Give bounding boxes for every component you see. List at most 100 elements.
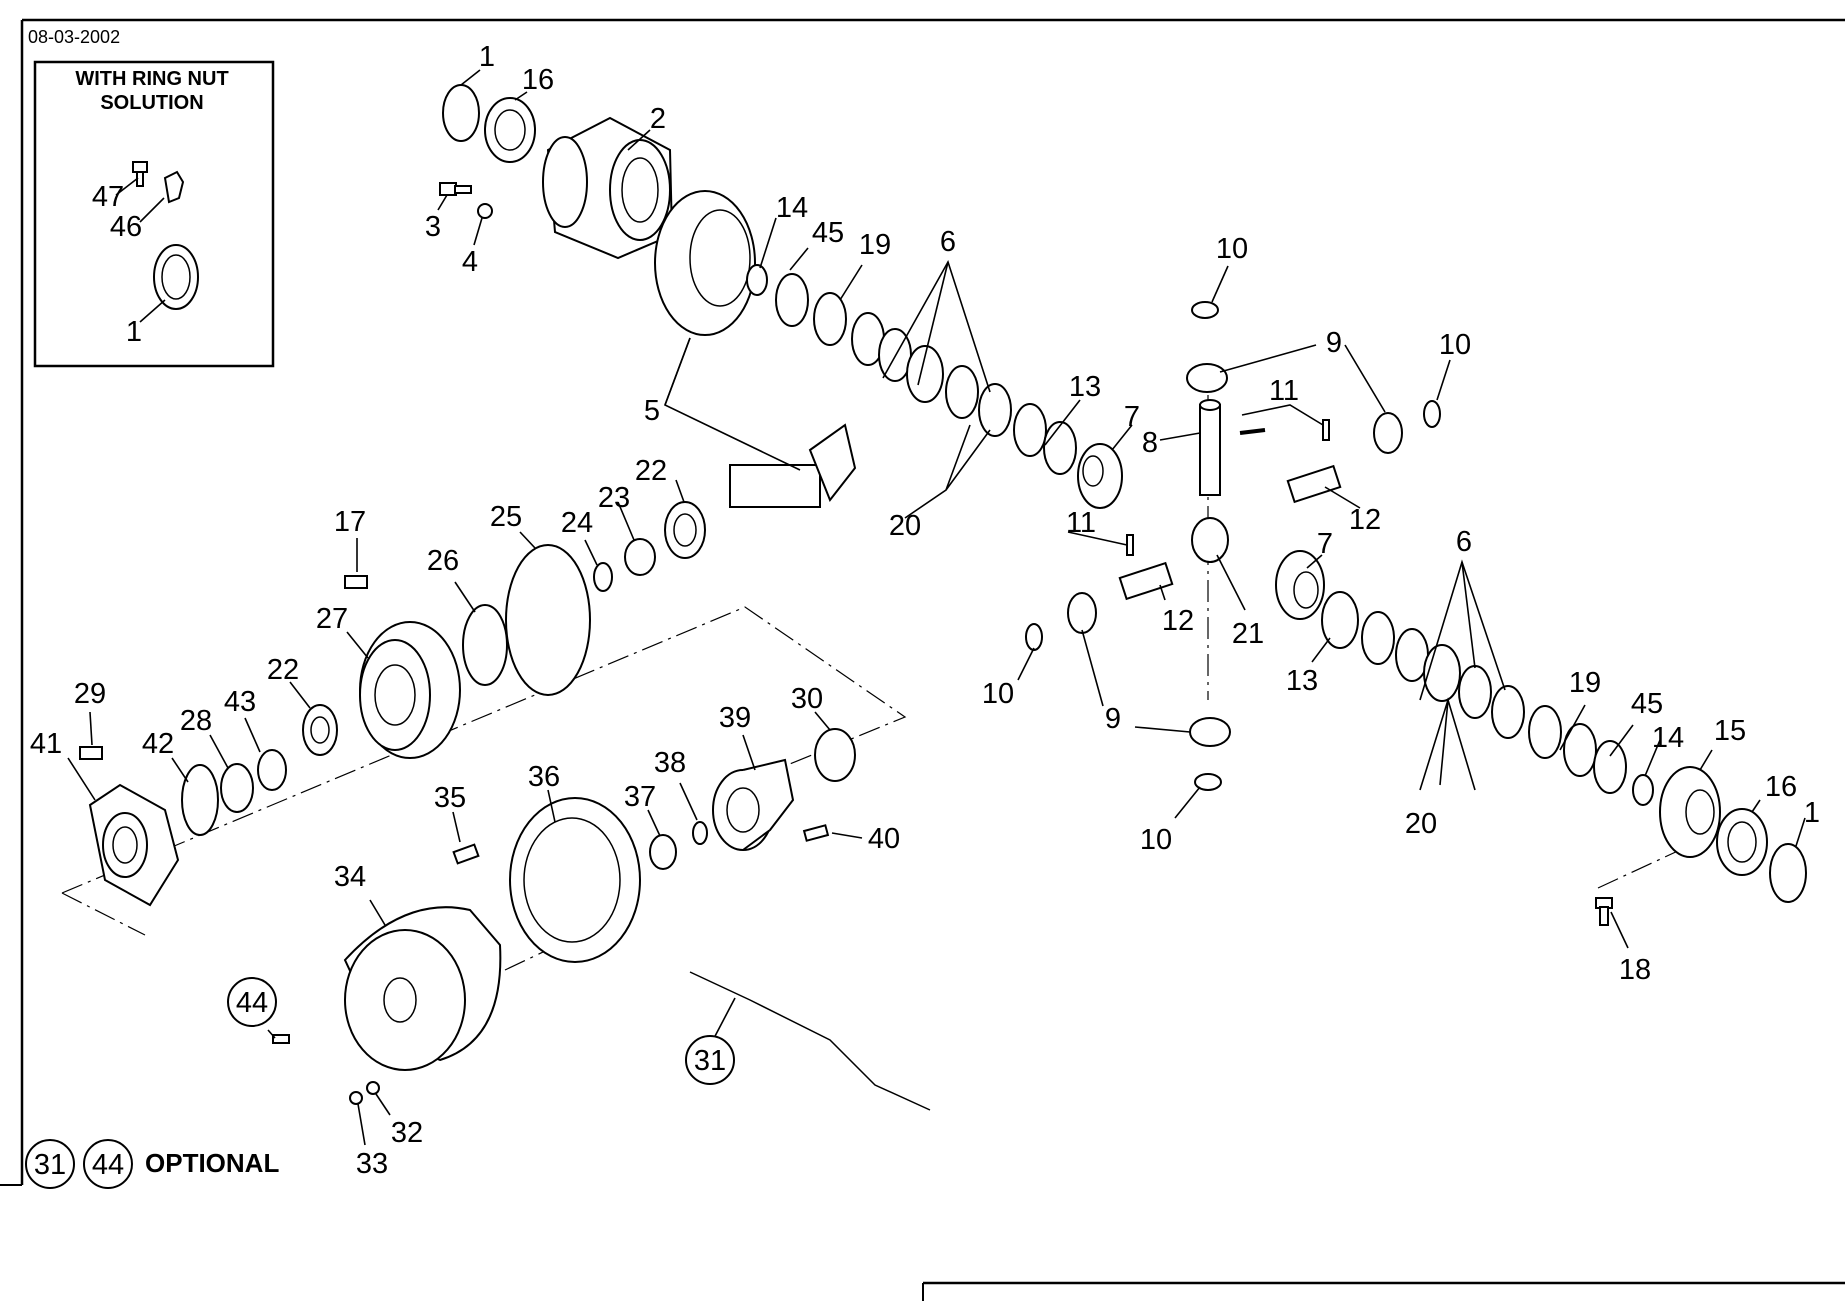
callout-19-lower: 19: [1569, 667, 1601, 699]
callout-7-lower: 7: [1317, 528, 1333, 560]
disc-pack-lower: [1321, 591, 1627, 794]
part-40-screw: [802, 824, 830, 842]
inset-label-47: 47: [92, 181, 124, 213]
part-17-screw: [344, 575, 368, 589]
callout-36: 36: [528, 761, 560, 793]
part-34-brake-drum: [343, 906, 502, 1071]
part-39-hub: [712, 758, 795, 851]
callout-10-right: 10: [1439, 329, 1471, 361]
part-9-planet-gear-bottom: [1189, 717, 1231, 747]
inset-title-line2: SOLUTION: [100, 92, 203, 114]
part-5-crown-wheel: [654, 190, 756, 336]
callout-43: 43: [224, 686, 256, 718]
callout-16-top: 16: [522, 64, 554, 96]
callout-39: 39: [719, 702, 751, 734]
callout-10-bottom: 10: [1140, 824, 1172, 856]
part-33-washer: [349, 1091, 363, 1105]
part-36-brake-assembly: [509, 797, 641, 963]
part-42-o-ring: [181, 764, 219, 836]
callout-15: 15: [1714, 715, 1746, 747]
drawing-frame: [0, 18, 1845, 1301]
callout-29: 29: [74, 678, 106, 710]
part-2-differential-case: [542, 116, 674, 260]
part-44-pin: [272, 1034, 290, 1044]
callout-32: 32: [391, 1117, 423, 1149]
part-37-nut: [649, 834, 677, 870]
callout-14-lower: 14: [1652, 722, 1684, 754]
part-15-case-half: [1659, 766, 1721, 858]
part-16-bearing-lower: [1716, 808, 1768, 876]
ring-nut-inset: WITH RING NUT SOLUTION 47 46 1: [33, 60, 275, 368]
part-28-seal: [220, 763, 254, 813]
callout-28: 28: [180, 705, 212, 737]
part-1-snap-ring: [442, 84, 480, 142]
callout-45-top: 45: [812, 217, 844, 249]
part-4-washer: [477, 203, 493, 219]
part-8-shaft: [1199, 399, 1221, 496]
callout-2: 2: [650, 103, 666, 135]
part-22-bearing-lower: [302, 704, 338, 756]
circled-callouts: [25, 977, 735, 1189]
callout-26: 26: [427, 545, 459, 577]
inset-ring-nut: [153, 244, 199, 310]
callout-35: 35: [434, 782, 466, 814]
callout-11-top: 11: [1269, 375, 1299, 407]
callout-10-left: 10: [982, 678, 1014, 710]
callout-21: 21: [1232, 618, 1264, 650]
callout-20-top: 20: [889, 510, 921, 542]
callout-labels: 1 16 2 3 4 14 45 19 6 5 10 9 10 11 13 7 …: [30, 41, 1820, 1180]
callout-27: 27: [316, 603, 348, 635]
callout-18: 18: [1619, 954, 1651, 986]
part-11-pin-lower: [1126, 534, 1134, 556]
callout-23: 23: [598, 482, 630, 514]
part-10-washer-right: [1423, 400, 1441, 428]
callout-31: 31: [694, 1045, 726, 1077]
callout-44: 44: [236, 987, 268, 1019]
callout-13-lower: 13: [1286, 665, 1318, 697]
callout-22-top: 22: [635, 455, 667, 487]
callout-4: 4: [462, 246, 478, 278]
part-26-o-ring: [462, 604, 508, 686]
part-7-side-gear-upper: [1077, 443, 1123, 509]
callout-20-lower: 20: [1405, 808, 1437, 840]
callout-5: 5: [644, 395, 660, 427]
part-18-bolt: [1595, 897, 1613, 926]
callout-8: 8: [1142, 427, 1158, 459]
part-1-snap-ring-lower: [1769, 843, 1807, 903]
callout-12-lower: 12: [1162, 605, 1194, 637]
part-16-bearing: [484, 97, 536, 163]
callout-19-top: 19: [859, 229, 891, 261]
callout-6-top: 6: [940, 226, 956, 258]
part-5-pinion: [729, 423, 857, 508]
drawing-date: 08-03-2002: [28, 27, 120, 47]
callout-14-top: 14: [776, 192, 808, 224]
part-38-o-ring: [692, 821, 708, 845]
part-10-washer-bottom: [1194, 773, 1222, 791]
part-22-bearing-upper: [664, 501, 706, 559]
callout-3: 3: [425, 211, 441, 243]
part-9-planet-gear-left: [1067, 592, 1097, 634]
part-14-needle-bearing-lower: [1632, 774, 1654, 806]
callout-45-lower: 45: [1631, 688, 1663, 720]
callout-1-lower: 1: [1804, 797, 1820, 829]
part-23-spacer: [624, 538, 656, 576]
part-29-screw: [79, 746, 103, 760]
callout-6-lower: 6: [1456, 526, 1472, 558]
part-9-planet-gear-right: [1373, 412, 1403, 454]
inset-label-1: 1: [126, 316, 142, 348]
callout-33: 33: [356, 1148, 388, 1180]
callout-10-top: 10: [1216, 233, 1248, 265]
part-3-bolt: [439, 182, 472, 196]
optional-circled-31: 31: [34, 1149, 66, 1181]
part-11-pin-upper: [1239, 419, 1330, 441]
part-21-spider: [1191, 517, 1229, 563]
part-30-circlip: [814, 728, 856, 782]
part-7-side-gear-lower: [1275, 550, 1325, 620]
callout-37: 37: [624, 781, 656, 813]
callout-25: 25: [490, 501, 522, 533]
optional-text: OPTIONAL: [145, 1148, 279, 1178]
callout-41: 41: [30, 728, 62, 760]
callout-30: 30: [791, 683, 823, 715]
callout-24: 24: [561, 507, 593, 539]
callout-1-top: 1: [479, 41, 495, 73]
